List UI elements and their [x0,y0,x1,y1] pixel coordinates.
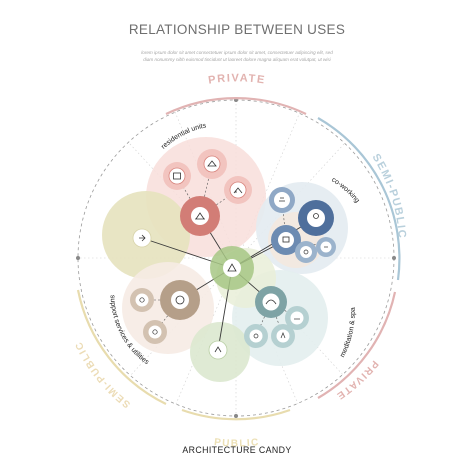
public-node [208,340,228,360]
zone-arc-private-bottom-right [317,291,397,399]
building-icon [195,212,205,220]
candle-icon [253,333,259,339]
subtitle-line-2: diam nonummy nibh euismod tincidunt ut l… [143,57,331,62]
coworking-cluster [269,187,336,263]
gear-icon [175,295,185,305]
residential-cluster [163,149,252,236]
zone-label-private-bottom-right: PRIVATE [334,358,380,402]
support-cluster [130,280,200,344]
lotus-icon [265,299,277,305]
zone-label-semipublic-right: SEMI-PUBLIC [370,152,408,240]
utility-icon [152,329,158,335]
roof-icon [207,160,217,167]
person-icon [313,213,319,219]
axis-dot-right [392,256,396,260]
subtitle-line-1: lorem ipsum dolor sit amet consectetuer … [141,50,333,55]
zone-arc-semipublic-right [317,117,401,281]
axis-dot-left [76,256,80,260]
home-icon [233,187,243,194]
meeting-icon [303,249,309,255]
meditation-cluster [244,286,309,348]
zone-arc-public-bottom [181,408,291,421]
zone-arc-private-top [165,96,307,115]
central-hub [210,246,254,290]
brand-footer: ARCHITECTURE CANDY [182,445,292,455]
label-meditation: meditation & spa [339,307,357,359]
tool-icon [139,297,145,303]
zone-label-public-bottom: PUBLIC [214,437,261,450]
tree-icon [214,346,222,353]
hub-icon [227,263,237,272]
page-title: RELATIONSHIP BETWEEN USES [128,22,346,37]
axis-dot-bottom [234,414,238,418]
laptop-icon [282,236,290,243]
zone-label-private-top: PRIVATE [207,72,266,86]
entrance-icon [139,234,146,242]
yoga-icon [280,332,286,339]
entry-node [132,228,152,248]
zone-arc-semipublic-left [76,289,167,405]
house-icon [173,172,181,180]
desk-icon [279,197,285,202]
